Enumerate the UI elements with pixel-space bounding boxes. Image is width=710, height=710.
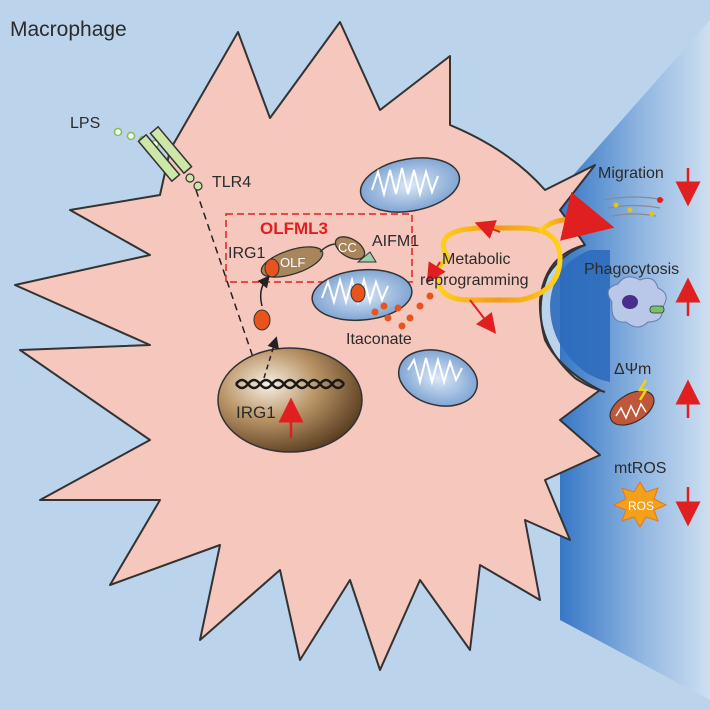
itaconate-label: Itaconate <box>346 331 412 348</box>
ros-badge-label: ROS <box>628 499 654 513</box>
metabolic-arrow-left <box>474 220 501 239</box>
effects-wedge <box>560 20 710 700</box>
aifm1-binding-shape <box>356 251 377 263</box>
olf-label: OLF <box>280 255 305 270</box>
title: Macrophage <box>10 18 127 41</box>
dna-helix <box>235 378 345 390</box>
irg1-binding-arrow <box>257 275 270 307</box>
lightning-icon <box>637 379 649 401</box>
irg1-label: IRG1 <box>228 245 265 262</box>
signal-dashed-arrow <box>195 189 262 378</box>
irg1-nucleus-label: IRG1 <box>236 403 276 422</box>
effect-phagocytosis-label: Phagocytosis <box>584 261 679 278</box>
phagocytic-cup-fill <box>550 250 610 382</box>
olfml3-label: OLFML3 <box>260 219 328 238</box>
irg1-protein-new <box>253 309 271 331</box>
tlr4-receptor <box>137 125 203 191</box>
irg1-protein-mito <box>350 283 366 303</box>
cc-label: CC <box>338 240 357 255</box>
effect-migration-label: Migration <box>598 165 664 182</box>
migration-icon <box>603 196 665 217</box>
metabolic-label-1: Metabolic <box>442 251 510 268</box>
effect-mtros-label: mtROS <box>614 460 666 477</box>
metabolic-arrow-out <box>538 192 615 241</box>
mitochondrion-icon <box>609 379 655 426</box>
phagocytosis-icon <box>607 276 667 328</box>
phagocytic-cup <box>538 244 606 393</box>
itaconate-dots <box>371 292 434 330</box>
olfml3-cc-domain <box>334 236 366 260</box>
aifm1-label: AIFM1 <box>372 233 419 250</box>
effect-dpsi-label: ΔΨm <box>614 361 651 378</box>
lps-label: LPS <box>70 115 100 132</box>
transcription-arrow <box>263 336 279 379</box>
tlr4-label: TLR4 <box>212 174 251 191</box>
metabolic-arrow-side <box>426 261 446 284</box>
olfml3-box <box>225 213 413 283</box>
metabolic-arrow-down <box>469 299 497 334</box>
mitochondrion-top <box>359 157 461 213</box>
metabolic-label-2: reprogramming <box>420 272 528 289</box>
irg1-protein <box>264 258 280 278</box>
ros-burst-icon <box>612 481 668 528</box>
mitochondrion-bottom <box>397 349 479 407</box>
